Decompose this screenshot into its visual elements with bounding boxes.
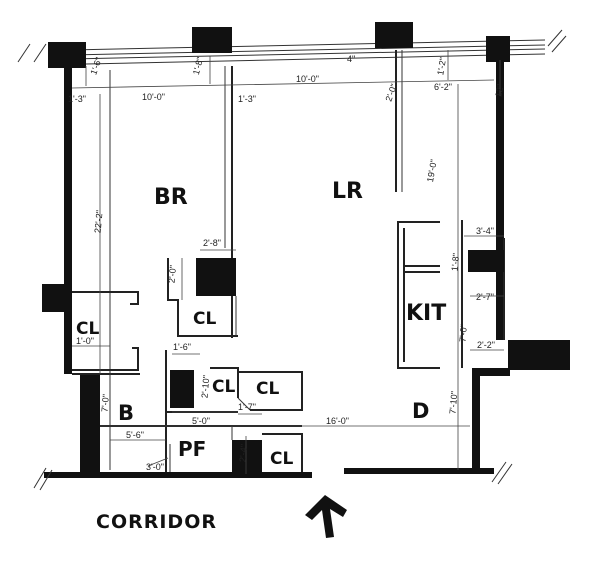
- dim-3-0: 3'-0": [146, 462, 164, 472]
- dim-3-4: 3'-4": [476, 226, 494, 236]
- room-label-pf: PF: [178, 437, 206, 461]
- dim-2-8: 2'-8": [203, 238, 221, 248]
- kitchen: [397, 220, 504, 369]
- dim-10-0-lr: 10'-0": [296, 74, 319, 84]
- dim-1-6-hall: 1'-6": [173, 342, 191, 352]
- room-label-closet-bottom: CL: [270, 449, 293, 469]
- room-label-closet-hall-2: CL: [256, 379, 279, 399]
- corridor-wall: [33, 461, 513, 491]
- dim-5-0: 5'-0": [192, 416, 210, 426]
- dim-2-2: 2'-2": [477, 340, 495, 350]
- entry-arrow-icon: [305, 495, 347, 538]
- dim-1-3-left: 1'-3": [68, 94, 86, 104]
- left-exterior-wall: [42, 64, 140, 474]
- dim-5-6: 5'-6": [126, 430, 144, 440]
- dimension-lines: [71, 50, 504, 474]
- dim-1-3-mid: 1'-3": [238, 94, 256, 104]
- room-label-closet-hall-1: CL: [212, 377, 235, 397]
- dim-7-10: 7'-10": [447, 391, 459, 415]
- dim-1-8-top: 1'-8": [191, 56, 205, 76]
- dim-2-0-closet: 2'-0": [167, 265, 179, 284]
- dimension-labels: 1'-6" 1'-8" 4" 1'-2" 12" 1'-3" 10'-0" 1'…: [68, 54, 505, 472]
- dim-6-2-top: 6'-2": [434, 82, 452, 92]
- dim-16-0: 16'-0": [326, 416, 349, 426]
- left-closet: [72, 291, 139, 371]
- dim-2-4: 2'-4": [237, 444, 249, 463]
- dim-10-0-br: 10'-0": [142, 92, 165, 102]
- dim-7-0-bath: 7'-0": [99, 394, 111, 413]
- br-lr-partition: [109, 50, 403, 470]
- br-closet: [167, 258, 238, 337]
- room-label-closet-br: CL: [193, 309, 216, 329]
- dim-22-2-vert: 22'-2": [93, 210, 105, 234]
- room-label-lr: LR: [332, 179, 363, 204]
- dim-1-2-top: 1'-2": [435, 57, 448, 76]
- exterior-top-wall: [17, 22, 567, 68]
- room-label-kit: KIT: [406, 301, 446, 326]
- dim-1-7: 1'-7": [238, 402, 256, 412]
- dim-19-0-vert: 19'-0": [425, 159, 439, 183]
- corridor-label: CORRIDOR: [96, 511, 217, 533]
- room-label-bath: B: [118, 401, 134, 425]
- room-label-closet-left: CL: [76, 319, 99, 339]
- dim-2-10: 2'-10": [199, 375, 211, 399]
- dim-1-8-kit: 1'-8": [450, 253, 462, 272]
- room-label-br: BR: [154, 185, 188, 210]
- dim-7-0-kit: 7'-0": [457, 324, 469, 343]
- dim-12-top: 12": [493, 83, 505, 98]
- dim-4-top: 4": [347, 54, 355, 64]
- room-label-dining: D: [412, 399, 429, 423]
- room-labels: BR LR KIT CL CL CL CL CL B PF D: [76, 179, 446, 469]
- dim-1-0-closet: 1'-0": [76, 336, 94, 346]
- dim-2-7: 2'-7": [476, 292, 494, 302]
